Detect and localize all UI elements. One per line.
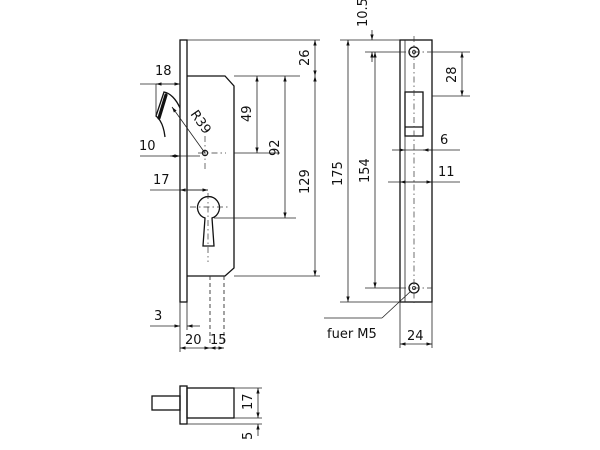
front-view: [155, 39, 235, 345]
front-lock-body: [187, 75, 235, 277]
dim-20: 20: [185, 333, 202, 348]
dim-15: 15: [210, 333, 227, 348]
dimension-labels: 10.5 18 26 28 R39 49 10 92 175 154 6 129…: [139, 0, 460, 440]
dim-175: 175: [331, 161, 346, 186]
dim-10: 10: [139, 139, 156, 154]
dim-10-5: 10.5: [356, 0, 371, 27]
side-faceplate: [399, 39, 433, 303]
dim-18: 18: [155, 64, 172, 79]
cylinder-cutout: [196, 196, 221, 247]
dim-6: 6: [440, 133, 448, 148]
dim-24: 24: [407, 329, 424, 344]
dim-17-front: 17: [153, 173, 170, 188]
bottom-faceplate: [179, 385, 188, 425]
dim-11: 11: [438, 165, 455, 180]
dim-49: 49: [240, 105, 255, 122]
bottom-view: [151, 385, 262, 436]
fuer-m5-note: fuer M5: [327, 327, 377, 342]
swing-radius-arc: [171, 106, 206, 154]
front-dimensions: [140, 39, 320, 352]
dim-5: 5: [241, 432, 256, 440]
dim-28: 28: [445, 66, 460, 83]
front-faceplate: [179, 39, 188, 303]
dim-17-bottom: 17: [241, 393, 256, 410]
dim-129: 129: [298, 169, 313, 194]
dim-154: 154: [358, 158, 373, 183]
bottom-bolt: [151, 395, 181, 411]
dim-26: 26: [298, 49, 313, 66]
dim-92: 92: [268, 139, 283, 156]
dim-3: 3: [154, 309, 162, 324]
side-view: [399, 36, 433, 305]
bottom-lock-body: [186, 387, 235, 419]
hook-bolt: [155, 91, 181, 138]
side-dimensions: [324, 30, 470, 348]
